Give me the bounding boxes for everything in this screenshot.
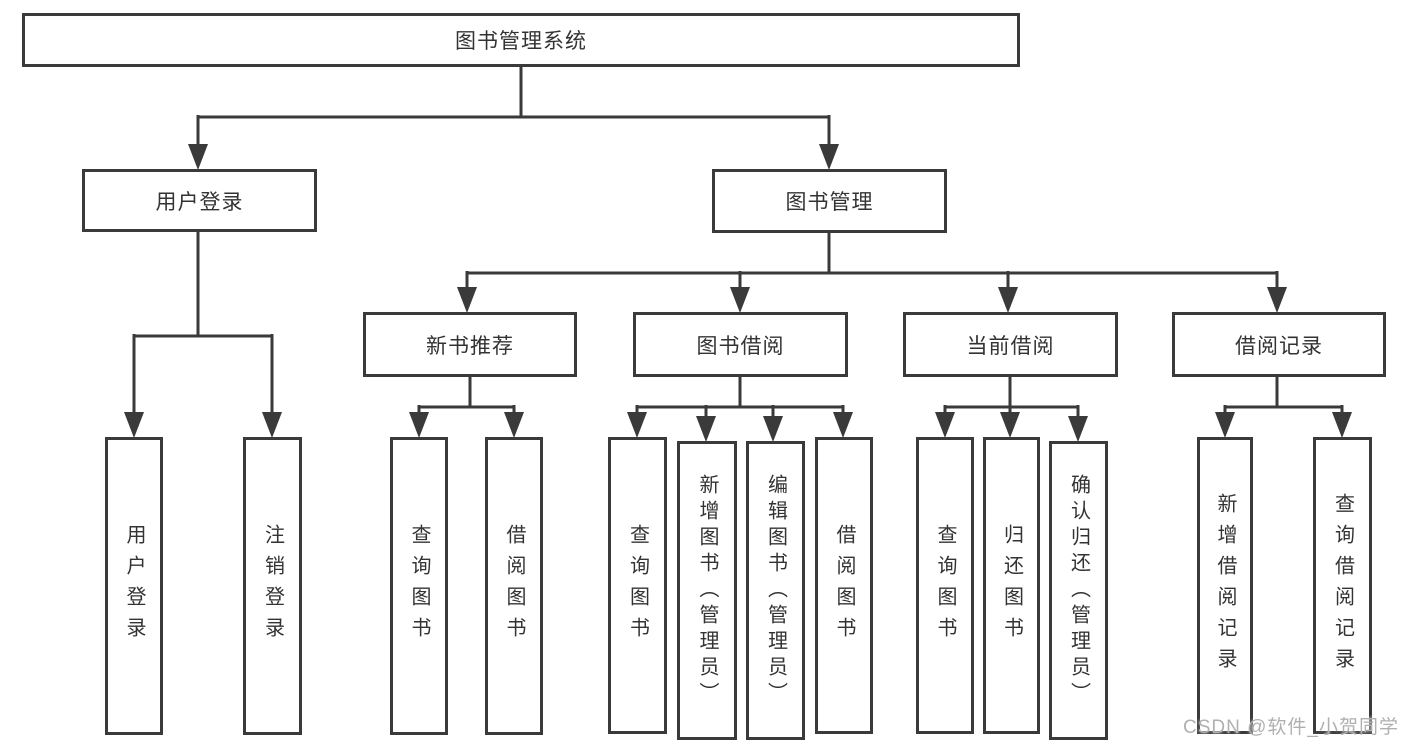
- arrow-down-icon: [696, 416, 716, 442]
- connector-book-borrow-to-leaves: [635, 376, 845, 419]
- arrow-down-icon: [1267, 287, 1287, 313]
- arrow-down-icon: [627, 412, 647, 438]
- leaf-query-books-borrow: 查询图书: [608, 437, 667, 734]
- node-label: 确认归还（管理员）: [1067, 473, 1090, 708]
- watermark: CSDN @软件_小贺同学: [1183, 717, 1399, 738]
- leaf-query-books-current: 查询图书: [916, 437, 974, 734]
- node-label: 查询图书: [934, 523, 956, 648]
- node-book-borrow: 图书借阅: [633, 312, 848, 377]
- arrow-down-icon: [457, 287, 477, 313]
- node-label: 图书管理: [785, 191, 874, 214]
- node-label: 注销登录: [261, 524, 284, 648]
- leaf-logout: 注销登录: [243, 437, 302, 735]
- arrow-down-icon: [1068, 416, 1088, 442]
- node-user-login: 用户登录: [82, 169, 317, 232]
- node-label: 当前借阅: [966, 334, 1055, 358]
- node-label: 新增借阅记录: [1214, 492, 1236, 679]
- connector-user-login-to-leaves: [132, 231, 274, 415]
- node-book-management: 图书管理: [712, 169, 947, 233]
- arrow-down-icon: [262, 412, 282, 438]
- arrow-down-icon: [1332, 412, 1352, 438]
- leaf-confirm-return-admin: 确认归还（管理员）: [1049, 441, 1108, 740]
- node-label: 借阅图书: [833, 523, 855, 648]
- connector-book-management-to-level3: [465, 231, 1279, 290]
- arrow-down-icon: [763, 416, 783, 442]
- node-label: 新增图书（管理员）: [696, 473, 718, 708]
- arrow-down-icon: [188, 144, 208, 170]
- connector-current-borrow-to-leaves: [943, 376, 1080, 419]
- arrow-down-icon: [409, 412, 429, 438]
- leaf-borrow-books: 借阅图书: [815, 437, 873, 734]
- connector-root-to-level2: [196, 66, 831, 147]
- node-root: 图书管理系统: [22, 13, 1020, 67]
- arrowheads: [124, 144, 1352, 442]
- leaf-return-books: 归还图书: [983, 437, 1040, 734]
- node-new-book-recommend: 新书推荐: [363, 312, 577, 377]
- leaf-add-borrow-record: 新增借阅记录: [1197, 437, 1253, 734]
- node-label: 查询借阅记录: [1331, 492, 1354, 679]
- arrow-down-icon: [1215, 412, 1235, 438]
- arrow-down-icon: [998, 287, 1018, 313]
- arrow-down-icon: [730, 287, 750, 313]
- node-label: 图书管理系统: [455, 30, 587, 53]
- leaf-edit-books-admin: 编辑图书（管理员）: [746, 441, 805, 740]
- connector-borrow-records-to-leaves: [1223, 376, 1344, 415]
- node-label: 图书借阅: [696, 334, 785, 358]
- node-label: 用户登录: [155, 190, 244, 214]
- connector-new-book-recommend-to-leaves: [417, 376, 516, 415]
- arrow-down-icon: [1000, 412, 1020, 438]
- node-label: 查询图书: [408, 524, 430, 648]
- node-label: 查询图书: [626, 523, 649, 648]
- leaf-query-borrow-record: 查询借阅记录: [1313, 437, 1372, 734]
- node-label: 编辑图书（管理员）: [764, 473, 787, 708]
- node-label: 借阅图书: [503, 524, 525, 648]
- node-label: 归还图书: [1000, 523, 1023, 648]
- arrow-down-icon: [504, 412, 524, 438]
- arrow-down-icon: [935, 412, 955, 438]
- node-label: 借阅记录: [1235, 334, 1323, 358]
- arrow-down-icon: [124, 412, 144, 438]
- arrow-down-icon: [819, 144, 839, 170]
- leaf-query-books-recommend: 查询图书: [390, 437, 448, 735]
- node-borrow-records: 借阅记录: [1172, 312, 1386, 377]
- leaf-add-books-admin: 新增图书（管理员）: [677, 441, 737, 740]
- node-label: 用户登录: [123, 524, 145, 648]
- node-label: 新书推荐: [426, 334, 514, 358]
- leaf-borrow-books-recommend: 借阅图书: [485, 437, 543, 735]
- leaf-user-login: 用户登录: [105, 437, 163, 735]
- arrow-down-icon: [833, 412, 853, 438]
- node-current-borrow: 当前借阅: [903, 312, 1118, 377]
